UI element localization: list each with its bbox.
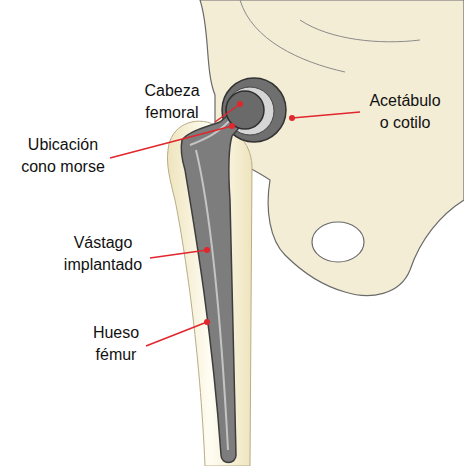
leader-dot (204, 319, 210, 325)
cup-liner (226, 87, 274, 135)
part-label: Acetábulo o cotilo (363, 90, 447, 134)
leader-dot (289, 115, 295, 121)
part-label: Cabeza femoral (132, 80, 212, 124)
leader-line (150, 250, 207, 258)
leader-dots (204, 101, 295, 325)
stem-highlight (190, 116, 234, 450)
leader-line (146, 322, 207, 346)
leader-line (215, 104, 240, 122)
femoral-stem (181, 108, 248, 463)
part-label: Vástago implantado (56, 232, 151, 276)
obturator-foramen (312, 222, 364, 262)
pelvis-contour (240, 0, 420, 72)
leader-lines (110, 104, 360, 346)
leader-dot (204, 247, 210, 253)
part-label: Hueso fémur (85, 322, 147, 366)
part-label: Ubicación cono morse (13, 134, 113, 178)
leader-dot (229, 123, 235, 129)
leader-line (110, 126, 232, 158)
leader-dot (237, 101, 243, 107)
leader-line (292, 112, 360, 118)
